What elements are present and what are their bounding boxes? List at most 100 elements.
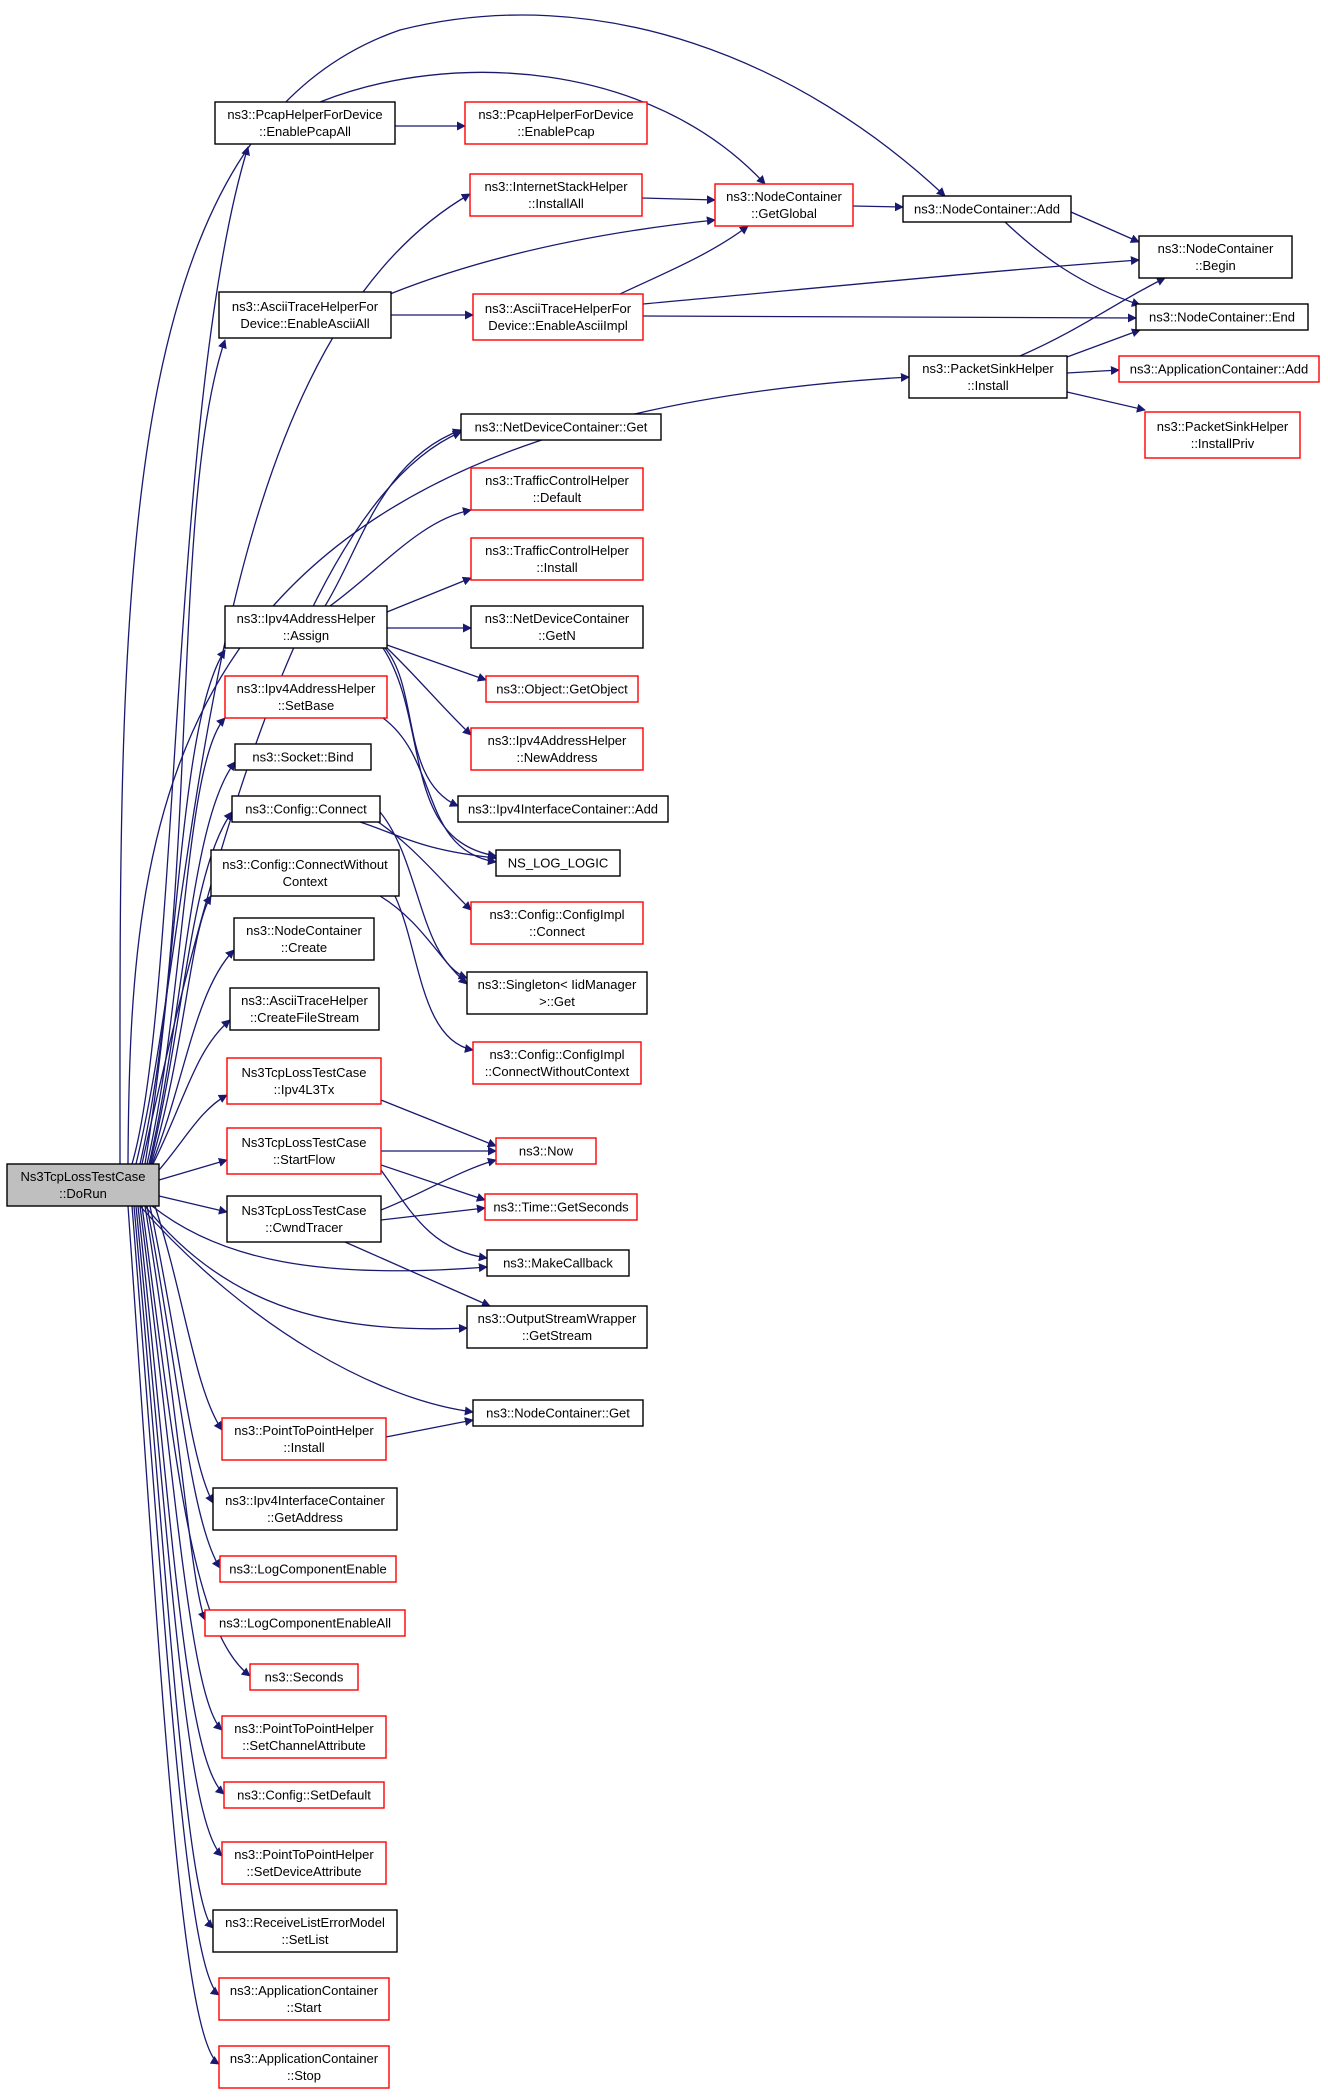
node-seconds[interactable]: ns3::Seconds bbox=[249, 1663, 359, 1691]
node-appAdd[interactable]: ns3::ApplicationContainer::Add bbox=[1118, 355, 1320, 383]
node-box bbox=[218, 291, 392, 339]
node-connectWC[interactable]: ns3::Config::ConnectWithoutContext bbox=[210, 849, 400, 897]
node-box bbox=[1118, 355, 1320, 383]
node-label-line: ::InstallPriv bbox=[1191, 436, 1255, 451]
node-setChannel[interactable]: ns3::PointToPointHelper::SetChannelAttri… bbox=[221, 1715, 387, 1759]
node-startFlow[interactable]: Ns3TcpLossTestCase::StartFlow bbox=[226, 1127, 382, 1175]
node-label-line: ns3::Ipv4AddressHelper bbox=[488, 733, 627, 748]
node-now[interactable]: ns3::Now bbox=[495, 1137, 597, 1165]
edge-root-to-getStream bbox=[144, 1205, 468, 1333]
node-label-line: Ns3TcpLossTestCase bbox=[242, 1203, 367, 1218]
node-label-line: ns3::PacketSinkHelper bbox=[922, 361, 1054, 376]
node-box bbox=[219, 1555, 397, 1583]
node-connect[interactable]: ns3::Config::Connect bbox=[231, 795, 381, 823]
node-label-line: ::ConnectWithoutContext bbox=[485, 1064, 630, 1079]
node-getStream[interactable]: ns3::OutputStreamWrapper::GetStream bbox=[466, 1305, 648, 1349]
node-getObject[interactable]: ns3::Object::GetObject bbox=[485, 675, 639, 703]
node-installPriv[interactable]: ns3::PacketSinkHelper::InstallPriv bbox=[1144, 411, 1301, 459]
node-label-line: ::SetDeviceAttribute bbox=[247, 1864, 362, 1879]
node-box bbox=[212, 1487, 398, 1531]
node-ncAdd[interactable]: ns3::NodeContainer::Add bbox=[902, 195, 1072, 223]
node-pcap[interactable]: ns3::PcapHelperForDevice::EnablePcap bbox=[464, 101, 648, 145]
edge-connectWC-to-singleton bbox=[379, 895, 468, 985]
node-createFile[interactable]: ns3::AsciiTraceHelper::CreateFileStream bbox=[229, 987, 380, 1031]
node-root[interactable]: Ns3TcpLossTestCase::DoRun bbox=[6, 1163, 160, 1207]
edge-assign-to-tcDefault bbox=[329, 507, 472, 607]
node-label-line: ::GetAddress bbox=[267, 1510, 343, 1525]
node-label-line: ::CreateFileStream bbox=[250, 1010, 359, 1025]
edge-cwnd-to-now bbox=[380, 1157, 497, 1211]
node-label-line: ::NewAddress bbox=[517, 750, 598, 765]
node-getSeconds[interactable]: ns3::Time::GetSeconds bbox=[484, 1193, 638, 1221]
node-newAddress[interactable]: ns3::Ipv4AddressHelper::NewAddress bbox=[470, 727, 644, 771]
node-pcapAll[interactable]: ns3::PcapHelperForDevice::EnablePcapAll bbox=[214, 101, 396, 145]
node-label-line: Ns3TcpLossTestCase bbox=[242, 1135, 367, 1150]
node-appStart[interactable]: ns3::ApplicationContainer::Start bbox=[218, 1977, 390, 2021]
node-label-line: ns3::NodeContainer::End bbox=[1149, 310, 1295, 325]
node-implConnectWC[interactable]: ns3::Config::ConfigImpl::ConnectWithoutC… bbox=[472, 1041, 642, 1085]
node-label-line: ns3::NetDeviceContainer bbox=[485, 611, 630, 626]
node-tcDefault[interactable]: ns3::TrafficControlHelper::Default bbox=[470, 467, 644, 511]
node-setDevice[interactable]: ns3::PointToPointHelper::SetDeviceAttrib… bbox=[221, 1841, 387, 1885]
node-ncEnd[interactable]: ns3::NodeContainer::End bbox=[1135, 303, 1309, 331]
node-makeCallback[interactable]: ns3::MakeCallback bbox=[486, 1249, 630, 1277]
edge-assign-to-tcInstall bbox=[386, 576, 472, 613]
node-cwnd[interactable]: Ns3TcpLossTestCase::CwndTracer bbox=[226, 1195, 382, 1243]
node-setList[interactable]: ns3::ReceiveListErrorModel::SetList bbox=[212, 1909, 398, 1953]
node-installAll[interactable]: ns3::InternetStackHelper::InstallAll bbox=[469, 173, 643, 217]
edge-sinkInstall-to-ncBegin bbox=[1019, 277, 1166, 357]
node-icAdd[interactable]: ns3::Ipv4InterfaceContainer::Add bbox=[457, 795, 669, 823]
node-label-line: ns3::Socket::Bind bbox=[252, 750, 353, 765]
node-logEnable[interactable]: ns3::LogComponentEnable bbox=[219, 1555, 397, 1583]
node-p2pInstall[interactable]: ns3::PointToPointHelper::Install bbox=[221, 1417, 387, 1461]
node-label-line: ::StartFlow bbox=[273, 1152, 336, 1167]
edge-setBase-to-nsLog bbox=[382, 717, 497, 866]
node-singleton[interactable]: ns3::Singleton< IidManager>::Get bbox=[466, 971, 648, 1015]
node-create[interactable]: ns3::NodeContainer::Create bbox=[233, 917, 375, 961]
node-label-line: ::GetN bbox=[538, 628, 576, 643]
node-getAddress[interactable]: ns3::Ipv4InterfaceContainer::GetAddress bbox=[212, 1487, 398, 1531]
node-label-line: ns3::Ipv4InterfaceContainer::Add bbox=[468, 802, 658, 817]
node-implConnect[interactable]: ns3::Config::ConfigImpl::Connect bbox=[470, 901, 644, 945]
node-assign[interactable]: ns3::Ipv4AddressHelper::Assign bbox=[224, 605, 388, 649]
node-getGlobal[interactable]: ns3::NodeContainer::GetGlobal bbox=[714, 183, 854, 227]
node-ndGet[interactable]: ns3::NetDeviceContainer::Get bbox=[460, 413, 662, 441]
node-appStop[interactable]: ns3::ApplicationContainer::Stop bbox=[218, 2045, 390, 2089]
node-box bbox=[224, 605, 388, 649]
node-ncGet[interactable]: ns3::NodeContainer::Get bbox=[472, 1399, 644, 1427]
edge-root-to-ipv4Tx bbox=[158, 1094, 228, 1171]
node-setBase[interactable]: ns3::Ipv4AddressHelper::SetBase bbox=[224, 675, 388, 719]
node-label-line: ns3::NodeContainer::Add bbox=[914, 202, 1060, 217]
node-asciiAll[interactable]: ns3::AsciiTraceHelperForDevice::EnableAs… bbox=[218, 291, 392, 339]
node-setDefault[interactable]: ns3::Config::SetDefault bbox=[223, 1781, 385, 1809]
node-box bbox=[249, 1663, 359, 1691]
node-ncBegin[interactable]: ns3::NodeContainer::Begin bbox=[1138, 235, 1293, 279]
node-label-line: Ns3TcpLossTestCase bbox=[21, 1169, 146, 1184]
edge-cwnd-to-getSeconds bbox=[380, 1204, 486, 1221]
edge-asciiImpl-to-ncEnd bbox=[642, 313, 1137, 323]
node-box bbox=[472, 1041, 642, 1085]
node-sinkInstall[interactable]: ns3::PacketSinkHelper::Install bbox=[908, 355, 1068, 399]
node-box bbox=[218, 2045, 390, 2089]
edge-startFlow-to-makeCallback bbox=[380, 1169, 488, 1262]
node-box bbox=[457, 795, 669, 823]
node-asciiImpl[interactable]: ns3::AsciiTraceHelperForDevice::EnableAs… bbox=[472, 293, 644, 341]
node-label-line: ns3::PcapHelperForDevice bbox=[227, 107, 382, 122]
node-label-line: ns3::MakeCallback bbox=[503, 1256, 613, 1271]
node-ipv4Tx[interactable]: Ns3TcpLossTestCase::Ipv4L3Tx bbox=[226, 1057, 382, 1105]
edge-root-to-cwnd bbox=[158, 1195, 228, 1215]
node-logEnableAll[interactable]: ns3::LogComponentEnableAll bbox=[204, 1609, 406, 1637]
node-label-line: ns3::Now bbox=[519, 1144, 574, 1159]
node-label-line: ::Start bbox=[287, 2000, 322, 2015]
node-label-line: ns3::NodeContainer bbox=[1158, 241, 1274, 256]
node-ndGetN[interactable]: ns3::NetDeviceContainer::GetN bbox=[470, 605, 644, 649]
edge-installAll-to-getGlobal bbox=[641, 195, 716, 205]
node-nsLog[interactable]: NS_LOG_LOGIC bbox=[495, 849, 621, 877]
node-tcInstall[interactable]: ns3::TrafficControlHelper::Install bbox=[470, 537, 644, 581]
node-label-line: ::SetChannelAttribute bbox=[242, 1738, 366, 1753]
node-label-line: ns3::PacketSinkHelper bbox=[1157, 419, 1289, 434]
node-label-line: ns3::LogComponentEnableAll bbox=[219, 1616, 391, 1631]
node-box bbox=[470, 901, 644, 945]
node-bind[interactable]: ns3::Socket::Bind bbox=[234, 743, 372, 771]
node-label-line: ::EnablePcapAll bbox=[259, 124, 351, 139]
